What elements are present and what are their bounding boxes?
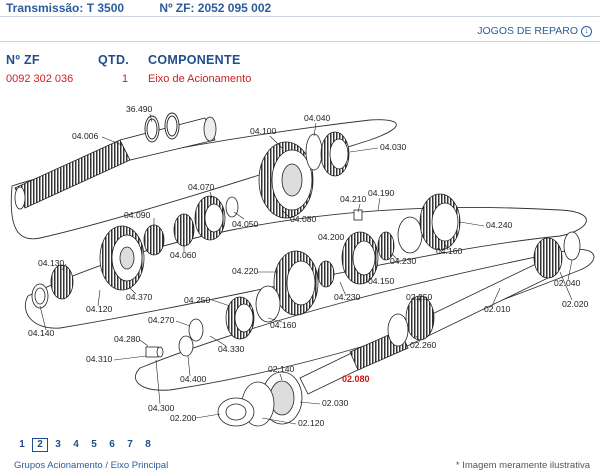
part-label: 04.160 [436,246,463,256]
col-header-qty: QTD. [98,53,130,67]
transmission-title: Transmissão: T 3500 [6,1,125,15]
main-shaft [299,231,581,395]
part-label: 04.130 [38,258,65,268]
part-label: 02.120 [298,418,325,428]
part-label: 36.490 [126,104,153,114]
cell-qty: 1 [122,73,129,85]
part-label: 02.200 [170,413,197,423]
part-label: 04.330 [218,344,245,354]
part-label: 04.370 [126,292,153,302]
part-label: 04.080 [290,214,317,224]
part-label: 02.020 [562,299,589,309]
arrow-down-circle-icon: ↓ [581,25,592,37]
page-link-4[interactable]: 4 [73,439,79,450]
part-label: 04.230 [390,256,417,266]
exploded-parts-diagram: 36.490 04.006 04.100 04.040 04.030 04.07… [10,104,595,428]
part-label: 04.100 [250,126,277,136]
repair-kits-label: JOGOS DE REPARO [477,25,578,37]
lower-assembly-outline [135,248,595,391]
page-link-5[interactable]: 5 [91,439,97,450]
part-label: 04.050 [232,219,259,229]
col-header-component: COMPONENTE [148,53,241,67]
col-header-zf: Nº ZF [6,53,40,67]
part-label: 04.160 [270,320,297,330]
part-label: 02.040 [554,278,581,288]
synchro-assembly [341,193,461,285]
upper-rings [144,112,180,143]
part-label: 02.140 [268,364,295,374]
input-shaft [14,116,217,210]
page-link-3[interactable]: 3 [55,439,61,450]
part-label: 04.030 [380,142,407,152]
part-label: 02.250 [406,292,433,302]
part-label-highlighted: 02.080 [342,374,370,384]
part-label: 04.310 [86,354,113,364]
page-link-8[interactable]: 8 [145,439,151,450]
part-label: 04.040 [304,113,331,123]
zf-number: Nº ZF: 2052 095 002 [159,1,272,15]
cell-zf[interactable]: 0092 302 036 [6,73,74,85]
part-label: 04.270 [148,315,175,325]
part-labels: 36.490 04.006 04.100 04.040 04.030 04.07… [28,104,589,428]
part-label: 04.150 [368,276,395,286]
section-divider [0,41,600,42]
part-label: 02.030 [322,398,349,408]
page-link-7[interactable]: 7 [127,439,133,450]
part-label: 04.200 [318,232,345,242]
repair-kits-link[interactable]: JOGOS DE REPARO ↓ [477,25,592,37]
page-link-2-current[interactable]: 2 [32,438,48,452]
part-label: 04.070 [188,182,215,192]
part-label: 04.120 [86,304,113,314]
part-label: 04.190 [368,188,395,198]
upper-gears [31,131,350,309]
leader-lines [39,113,573,425]
part-label: 04.300 [148,403,175,413]
part-label: 04.140 [28,328,55,338]
part-label: 04.006 [72,131,99,141]
part-label: 04.060 [170,250,197,260]
header-divider [0,16,600,17]
part-label: 02.260 [410,340,437,350]
part-label: 02.010 [484,304,511,314]
cell-component[interactable]: Eixo de Acionamento [148,73,252,85]
part-label: 04.230 [334,292,361,302]
part-label: 04.210 [340,194,367,204]
header: Transmissão: T 3500 Nº ZF: 2052 095 002 [6,1,303,15]
middle-gears [188,250,335,342]
part-label: 04.400 [180,374,207,384]
lower-bearing-parts [145,335,303,427]
pagination: 1 2 3 4 5 6 7 8 [14,438,156,452]
part-label: 04.090 [124,210,151,220]
part-label: 04.240 [486,220,513,230]
part-label: 04.250 [184,295,211,305]
illustrative-note: * Imagem meramente ilustrativa [455,460,590,471]
page-link-6[interactable]: 6 [109,439,115,450]
page-link-1[interactable]: 1 [19,439,25,450]
part-label: 04.280 [114,334,141,344]
breadcrumb[interactable]: Grupos Acionamento / Eixo Principal [14,460,169,471]
part-label: 04.220 [232,266,259,276]
